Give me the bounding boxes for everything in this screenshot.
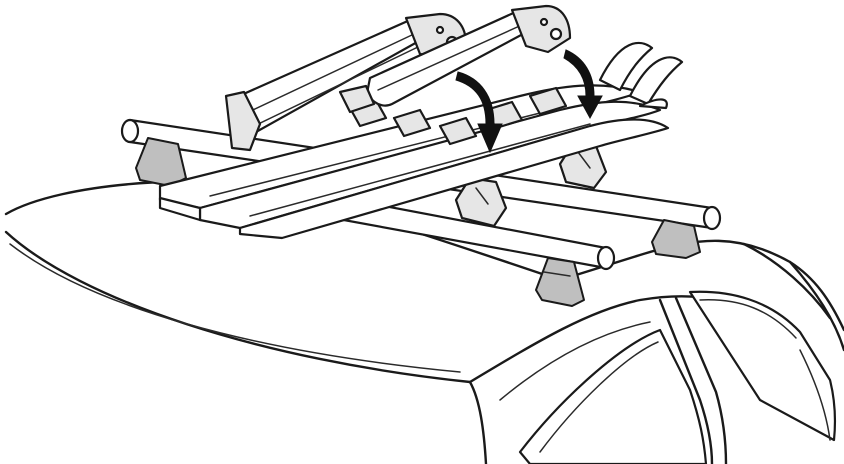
ski-carrier-left-rail xyxy=(239,33,415,117)
lock-icon xyxy=(549,27,563,41)
ski-tip-1 xyxy=(598,41,654,92)
roof-rack-foot-rear-left xyxy=(135,137,187,187)
arrow-icon xyxy=(563,49,603,120)
ski-4 xyxy=(158,196,202,222)
rear-window-trim xyxy=(699,299,797,339)
windshield-frame xyxy=(468,380,488,464)
ski-carrier-right xyxy=(338,4,572,114)
b-pillar xyxy=(658,298,714,464)
ski-binding-5 xyxy=(528,86,568,116)
roof-bar-rear-endcap-right xyxy=(702,205,722,231)
ski-edge-line-2 xyxy=(249,123,591,217)
b-pillar-edge xyxy=(674,296,728,464)
ski-binding-3 xyxy=(438,116,478,146)
ski-3 xyxy=(238,118,670,240)
ski-tip-2 xyxy=(628,56,684,106)
lock-button xyxy=(539,17,549,27)
clamp-detail-1 xyxy=(475,187,489,205)
a-pillar-inner xyxy=(499,321,651,401)
ski-carrier-left-hinge xyxy=(224,90,262,152)
roof-bar-front-endcap xyxy=(596,245,616,271)
foot-detail xyxy=(543,271,571,277)
arrow-icon xyxy=(455,71,503,154)
ski-carrier-right-hinge xyxy=(338,84,376,114)
windshield-top-edge xyxy=(4,230,472,384)
roof-rack-foot-front-right xyxy=(535,257,585,307)
rear-door-line xyxy=(799,349,831,441)
car-body xyxy=(4,176,844,464)
roof-inner-line xyxy=(9,243,461,373)
rotation-arrows xyxy=(455,49,603,154)
ski-carrier-right-lock-housing xyxy=(510,4,572,54)
clamp-detail-2 xyxy=(577,151,591,169)
front-side-window xyxy=(518,328,708,464)
ski-carrier-left-rail-2 xyxy=(249,45,421,129)
rear-side-window xyxy=(688,290,837,442)
c-pillar xyxy=(788,260,844,352)
rear-roof-edge xyxy=(742,242,832,320)
roof-rack-foot-rear-right xyxy=(651,219,701,259)
ski-tip-3 xyxy=(638,98,668,110)
roof-bar-rear-endcap-left xyxy=(120,118,140,144)
ski-binding-2 xyxy=(392,108,432,138)
ski-carrier-right-rail xyxy=(377,23,525,91)
window-trim-line xyxy=(539,341,659,453)
base-clamp-1 xyxy=(454,176,508,228)
lock-button xyxy=(435,25,445,35)
